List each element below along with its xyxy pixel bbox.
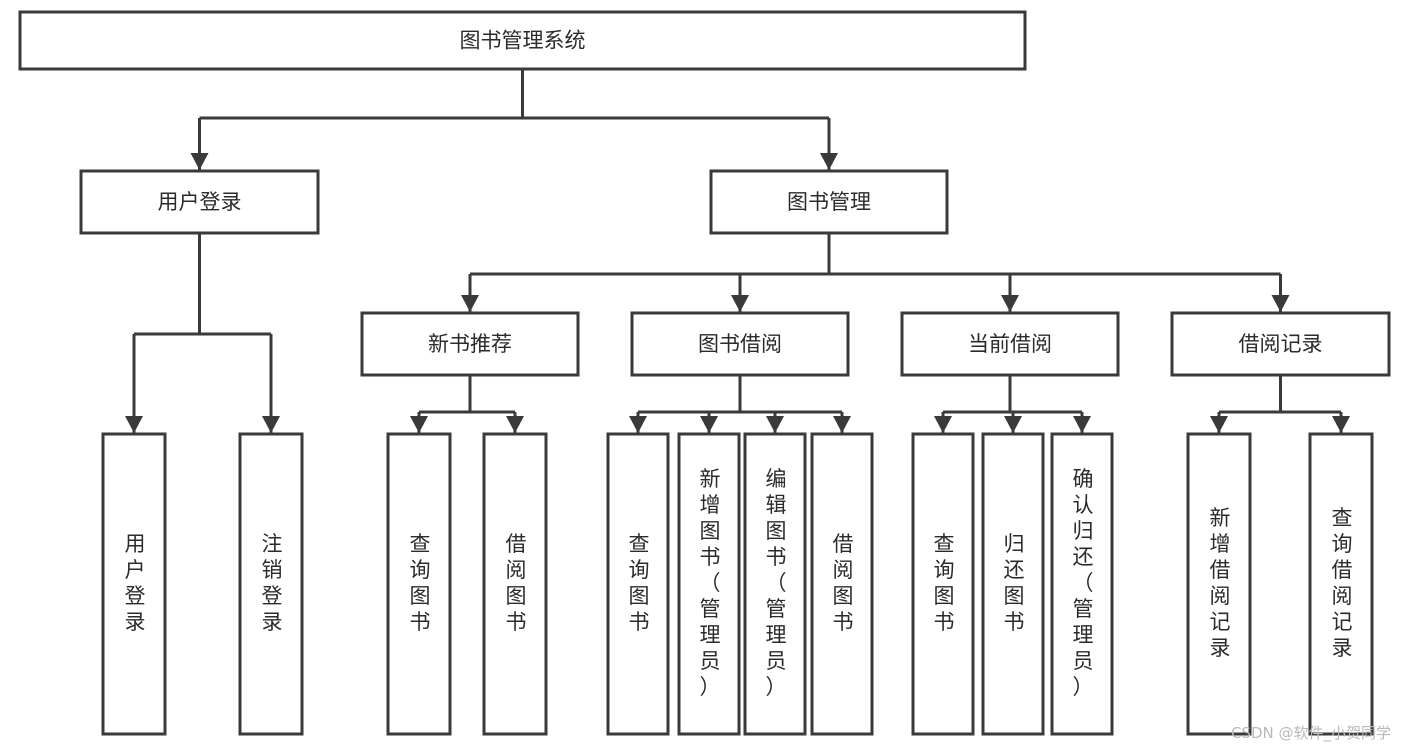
csdn-watermark: CSDN @软件_小贺同学 (1230, 724, 1391, 742)
node-book-borrow[interactable]: 图书借阅 (630, 311, 850, 377)
node-label-current-borrow: 当前借阅 (968, 332, 1052, 356)
node-box-root[interactable] (18, 10, 1027, 71)
arrow-head-icon (1004, 416, 1022, 433)
node-borrow-book-2[interactable]: 借阅图书 (810, 432, 874, 736)
arrow-head-icon (833, 416, 851, 433)
node-confirm-return-admin[interactable]: 确认归还（管理员） (1050, 432, 1114, 736)
node-box-book-management[interactable] (709, 169, 949, 235)
node-label-return-book: 归还图书 (1004, 532, 1025, 634)
node-box-query-book-3[interactable] (911, 432, 975, 736)
node-label-add-borrow-record: 新增借阅记录 (1210, 506, 1231, 660)
node-box-new-book-recommend[interactable] (360, 311, 580, 377)
arrow-head-icon (934, 416, 952, 433)
node-label-edit-book-admin: 编辑图书（管理员） (766, 467, 787, 699)
node-box-borrow-record[interactable] (1170, 311, 1391, 377)
node-user-login-leaf[interactable]: 用户登录 (101, 432, 167, 736)
node-label-new-book-recommend: 新书推荐 (428, 332, 512, 356)
node-label-borrow-book-2: 借阅图书 (833, 532, 854, 634)
arrow-head-icon (629, 416, 647, 433)
node-box-query-borrow-record[interactable] (1308, 432, 1374, 736)
node-return-book[interactable]: 归还图书 (981, 432, 1045, 736)
node-box-query-book-2[interactable] (606, 432, 670, 736)
connector-lines (125, 69, 1350, 433)
node-box-user-login[interactable] (79, 169, 320, 235)
arrow-head-icon (1210, 416, 1228, 433)
arrow-head-icon (1271, 295, 1290, 312)
node-label-user-login: 用户登录 (158, 190, 242, 214)
node-new-book-recommend[interactable]: 新书推荐 (360, 311, 580, 377)
arrow-head-icon (1073, 416, 1091, 433)
node-book-management[interactable]: 图书管理 (709, 169, 949, 235)
node-borrow-record[interactable]: 借阅记录 (1170, 311, 1391, 377)
node-label-add-book-admin: 新增图书（管理员） (700, 467, 721, 699)
node-box-return-book[interactable] (981, 432, 1045, 736)
node-label-confirm-return-admin: 确认归还（管理员） (1073, 467, 1094, 699)
node-root[interactable]: 图书管理系统 (18, 10, 1027, 71)
node-box-book-borrow[interactable] (630, 311, 850, 377)
node-label-root: 图书管理系统 (460, 29, 586, 53)
node-box-query-book-1[interactable] (386, 432, 452, 736)
node-label-query-book-2: 查询图书 (629, 532, 650, 634)
arrow-head-icon (820, 153, 838, 170)
node-box-borrow-book-2[interactable] (810, 432, 874, 736)
node-box-user-logout-leaf[interactable] (238, 432, 304, 736)
node-query-book-2[interactable]: 查询图书 (606, 432, 670, 736)
node-box-edit-book-admin[interactable] (743, 432, 807, 736)
arrow-head-icon (1001, 295, 1019, 312)
arrow-head-icon (731, 295, 749, 312)
node-add-borrow-record[interactable]: 新增借阅记录 (1186, 432, 1252, 736)
node-query-borrow-record[interactable]: 查询借阅记录 (1308, 432, 1374, 736)
node-box-add-borrow-record[interactable] (1186, 432, 1252, 736)
node-query-book-1[interactable]: 查询图书 (386, 432, 452, 736)
arrow-head-icon (766, 416, 784, 433)
node-label-query-book-1: 查询图书 (410, 532, 431, 634)
node-boxes: 图书管理系统用户登录图书管理新书推荐图书借阅当前借阅借阅记录用户登录注销登录查询… (18, 10, 1391, 736)
node-box-current-borrow[interactable] (900, 311, 1120, 377)
node-user-logout-leaf[interactable]: 注销登录 (238, 432, 304, 736)
arrow-head-icon (262, 416, 280, 433)
node-label-query-book-3: 查询图书 (934, 532, 955, 634)
node-borrow-book-1[interactable]: 借阅图书 (482, 432, 548, 736)
arrow-head-icon (1332, 416, 1350, 433)
arrow-head-icon (190, 153, 209, 170)
arrow-head-icon (461, 295, 479, 312)
arrow-head-icon (410, 416, 428, 433)
node-label-user-login-leaf: 用户登录 (125, 532, 146, 634)
node-label-query-borrow-record: 查询借阅记录 (1332, 506, 1353, 660)
node-add-book-admin[interactable]: 新增图书（管理员） (677, 432, 741, 736)
node-edit-book-admin[interactable]: 编辑图书（管理员） (743, 432, 807, 736)
node-label-borrow-record: 借阅记录 (1239, 332, 1323, 356)
node-box-confirm-return-admin[interactable] (1050, 432, 1114, 736)
node-box-add-book-admin[interactable] (677, 432, 741, 736)
node-label-user-logout-leaf: 注销登录 (262, 532, 283, 634)
arrow-head-icon (506, 416, 524, 433)
node-label-borrow-book-1: 借阅图书 (506, 532, 527, 634)
node-current-borrow[interactable]: 当前借阅 (900, 311, 1120, 377)
arrow-head-icon (700, 416, 718, 433)
node-user-login[interactable]: 用户登录 (79, 169, 320, 235)
node-box-user-login-leaf[interactable] (101, 432, 167, 736)
arrow-head-icon (125, 416, 143, 433)
node-label-book-management: 图书管理 (787, 190, 871, 214)
node-box-borrow-book-1[interactable] (482, 432, 548, 736)
node-label-book-borrow: 图书借阅 (698, 332, 782, 356)
node-query-book-3[interactable]: 查询图书 (911, 432, 975, 736)
